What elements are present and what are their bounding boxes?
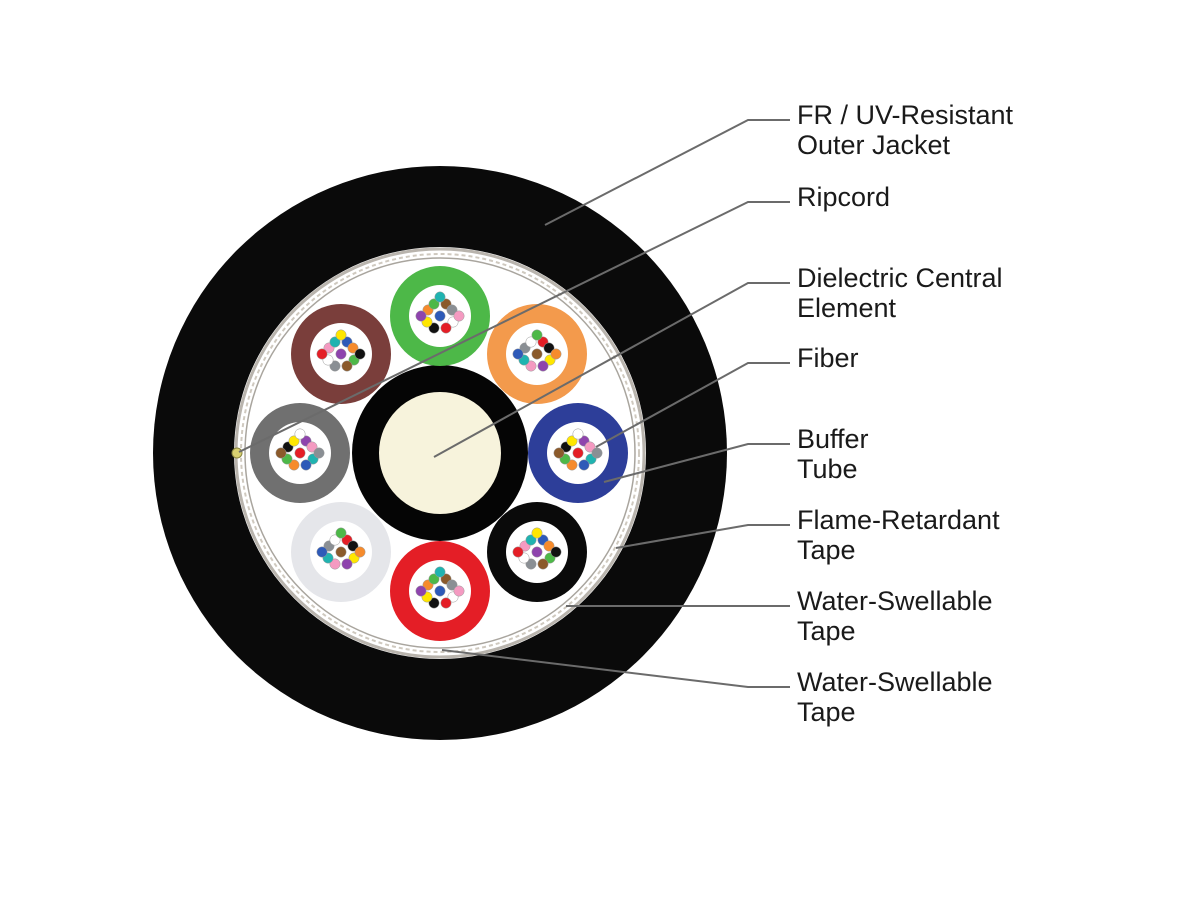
leader-line-fiber — [595, 362, 790, 448]
fiber — [434, 585, 446, 597]
label-water-swellable-tape-2: Water-Swellable Tape — [797, 667, 993, 727]
leader-line-dce — [433, 282, 790, 458]
fiber — [550, 348, 562, 360]
label-dielectric-central-element: Dielectric Central Element — [797, 263, 1003, 323]
fiber — [347, 342, 359, 354]
label-outer-jacket: FR / UV-Resistant Outer Jacket — [797, 100, 1013, 160]
label-line: Water-Swellable — [797, 667, 993, 697]
label-line: Water-Swellable — [797, 586, 993, 616]
fiber — [578, 459, 590, 471]
label-line: Ripcord — [797, 182, 891, 212]
fiber — [537, 558, 549, 570]
fiber — [428, 597, 440, 609]
fiber — [512, 348, 524, 360]
fiber — [553, 447, 565, 459]
label-line: Tube — [797, 454, 858, 484]
fiber — [329, 558, 341, 570]
fiber — [428, 322, 440, 334]
fiber — [415, 310, 427, 322]
leader-lines — [238, 119, 790, 688]
label-line: Fiber — [797, 343, 859, 373]
label-line: FR / UV-Resistant — [797, 100, 1014, 130]
fiber — [453, 310, 465, 322]
fiber — [316, 546, 328, 558]
fiber — [591, 447, 603, 459]
fiber — [525, 360, 537, 372]
fiber — [354, 348, 366, 360]
fiber — [329, 360, 341, 372]
fiber — [335, 348, 347, 360]
fiber — [428, 573, 440, 585]
fiber — [566, 435, 578, 447]
leader-line-buffer — [603, 443, 790, 483]
fiber — [415, 585, 427, 597]
fiber — [531, 546, 543, 558]
label-line: Tape — [797, 697, 856, 727]
label-buffer-tube: Buffer Tube — [797, 424, 869, 484]
fiber — [288, 435, 300, 447]
label-ripcord: Ripcord — [797, 182, 890, 212]
label-line: Tape — [797, 616, 856, 646]
fiber — [440, 597, 452, 609]
fiber — [531, 329, 543, 341]
ripcord — [231, 447, 243, 459]
fiber — [329, 534, 341, 546]
fiber — [347, 540, 359, 552]
fiber — [512, 546, 524, 558]
fiber — [572, 447, 584, 459]
fiber — [543, 342, 555, 354]
fiber — [446, 304, 458, 316]
fiber — [550, 546, 562, 558]
label-line: Outer Jacket — [797, 130, 951, 160]
fiber — [428, 298, 440, 310]
buffer-tubes — [250, 266, 628, 641]
fiber — [446, 579, 458, 591]
fiber — [453, 585, 465, 597]
label-fiber: Fiber — [797, 343, 859, 373]
fiber — [434, 310, 446, 322]
leader-line-ws_tape_2 — [441, 649, 790, 688]
fiber — [313, 447, 325, 459]
fiber — [525, 534, 537, 546]
fiber — [294, 447, 306, 459]
flame-retardant-tape — [244, 257, 636, 649]
fiber — [434, 566, 446, 578]
fiber — [537, 360, 549, 372]
fiber — [572, 428, 584, 440]
fiber — [525, 558, 537, 570]
fiber — [335, 329, 347, 341]
fiber — [300, 459, 312, 471]
label-water-swellable-tape-1: Water-Swellable Tape — [797, 586, 993, 646]
fiber — [306, 441, 318, 453]
fiber — [335, 527, 347, 539]
fiber — [434, 291, 446, 303]
fiber — [440, 322, 452, 334]
fiber — [354, 546, 366, 558]
label-line: Buffer — [797, 424, 869, 454]
leader-line-fr_tape — [615, 524, 790, 549]
label-flame-retardant-tape: Flame-Retardant Tape — [797, 505, 1000, 565]
fiber — [341, 360, 353, 372]
label-line: Element — [797, 293, 897, 323]
fiber — [335, 546, 347, 558]
fiber — [584, 441, 596, 453]
fiber — [316, 348, 328, 360]
fiber — [531, 527, 543, 539]
fiber — [566, 459, 578, 471]
label-line: Flame-Retardant — [797, 505, 1000, 535]
label-line: Tape — [797, 535, 856, 565]
fiber — [341, 558, 353, 570]
fiber — [531, 348, 543, 360]
fiber — [543, 540, 555, 552]
leader-line-jacket — [544, 119, 790, 226]
leader-line-ripcord — [238, 201, 790, 453]
fiber — [525, 336, 537, 348]
label-line: Dielectric Central — [797, 263, 1003, 293]
fiber — [294, 428, 306, 440]
fiber — [275, 447, 287, 459]
fiber — [329, 336, 341, 348]
fiber — [288, 459, 300, 471]
